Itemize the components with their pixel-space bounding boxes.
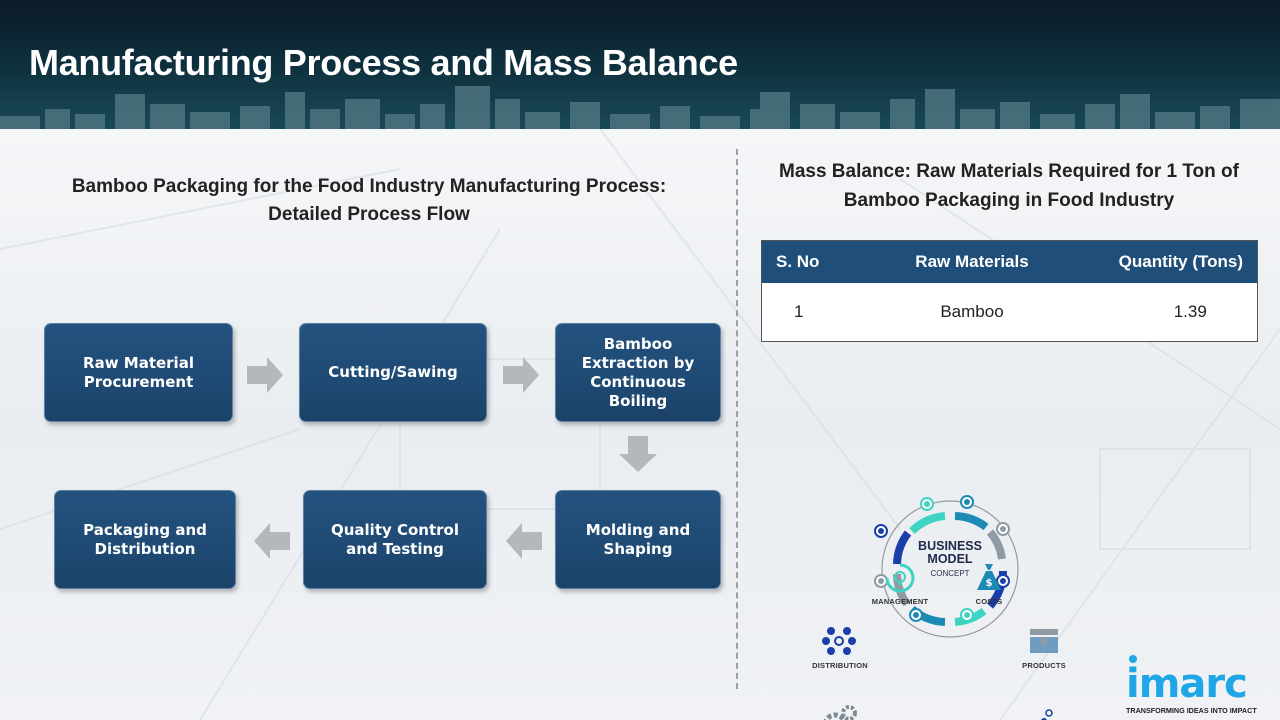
- column-header-quantity: Quantity (Tons): [1077, 240, 1258, 283]
- page-title: Manufacturing Process and Mass Balance: [29, 42, 738, 83]
- process-step-raw-material-procurement: Raw Material Procurement: [44, 323, 233, 422]
- money-bag-icon: $: [977, 564, 1001, 590]
- bm-label-management: MANAGEMENT: [871, 597, 929, 606]
- process-step-quality-control: Quality Control and Testing: [303, 490, 487, 589]
- network-icon: [822, 627, 856, 655]
- box-icon: [1030, 629, 1058, 653]
- mass-balance-title: Mass Balance: Raw Materials Required for…: [752, 157, 1266, 215]
- cell-material: Bamboo: [866, 282, 1078, 342]
- business-model-graphic: MANAGEMENT $ COSTS PRODUCTS REVENUE COMP…: [800, 419, 1080, 720]
- gears-icon: [823, 705, 857, 720]
- business-model-center-text: BUSINESS MODEL CONCEPT: [900, 540, 1000, 580]
- hand-coins-icon: [1041, 709, 1053, 720]
- table-row: 1 Bamboo 1.39: [761, 282, 1258, 342]
- cell-sno: 1: [761, 282, 867, 342]
- process-step-bamboo-extraction: Bamboo Extraction by Continuous Boiling: [555, 323, 721, 422]
- section-divider: [736, 149, 738, 689]
- column-header-sno: S. No: [761, 240, 867, 283]
- lightbulb-cycle-icon: [885, 563, 915, 593]
- bm-label-products: PRODUCTS: [1022, 661, 1066, 670]
- process-step-molding-shaping: Molding and Shaping: [555, 490, 721, 589]
- arrow-right-icon: [247, 357, 283, 393]
- bm-center-line3: CONCEPT: [930, 569, 970, 578]
- cell-quantity: 1.39: [1077, 282, 1258, 342]
- mass-balance-title-line1: Mass Balance: Raw Materials Required for…: [779, 161, 1239, 182]
- bm-label-distribution: DISTRIBUTION: [812, 661, 868, 670]
- imarc-logo: imarc TRANSFORMING IDEAS INTO IMPACT: [1124, 651, 1274, 717]
- bm-center-line1: BUSINESS: [918, 539, 982, 553]
- column-header-raw-materials: Raw Materials: [866, 240, 1078, 283]
- city-skyline-decoration: [0, 86, 1280, 129]
- business-model-wheel: [874, 495, 1019, 638]
- bm-label-costs: COSTS: [975, 597, 1003, 606]
- process-flow-title-line1: Bamboo Packaging for the Food Industry M…: [71, 176, 667, 197]
- arrow-right-icon: [503, 357, 539, 393]
- content-area: Bamboo Packaging for the Food Industry M…: [0, 129, 1280, 720]
- process-step-packaging-distribution: Packaging and Distribution: [54, 490, 236, 589]
- process-step-cutting-sawing: Cutting/Sawing: [299, 323, 487, 422]
- logo-tagline: TRANSFORMING IDEAS INTO IMPACT: [1126, 706, 1257, 715]
- process-flow-title-line2: Detailed Process Flow: [268, 204, 470, 225]
- bm-center-line2: MODEL: [927, 552, 973, 566]
- process-flow-title: Bamboo Packaging for the Food Industry M…: [20, 173, 718, 229]
- mass-balance-table: S. No Raw Materials Quantity (Tons) 1 Ba…: [761, 240, 1258, 342]
- mass-balance-title-line2: Bamboo Packaging in Food Industry: [843, 190, 1175, 211]
- header-banner: Manufacturing Process and Mass Balance: [0, 0, 1280, 129]
- logo-dot: [1129, 655, 1137, 663]
- svg-text:$: $: [986, 578, 993, 589]
- arrow-down-icon: [619, 436, 657, 472]
- logo-wordmark: imarc: [1126, 661, 1248, 707]
- arrow-left-icon: [506, 523, 542, 559]
- table-header-row: S. No Raw Materials Quantity (Tons): [761, 240, 1258, 283]
- arrow-left-icon: [254, 523, 290, 559]
